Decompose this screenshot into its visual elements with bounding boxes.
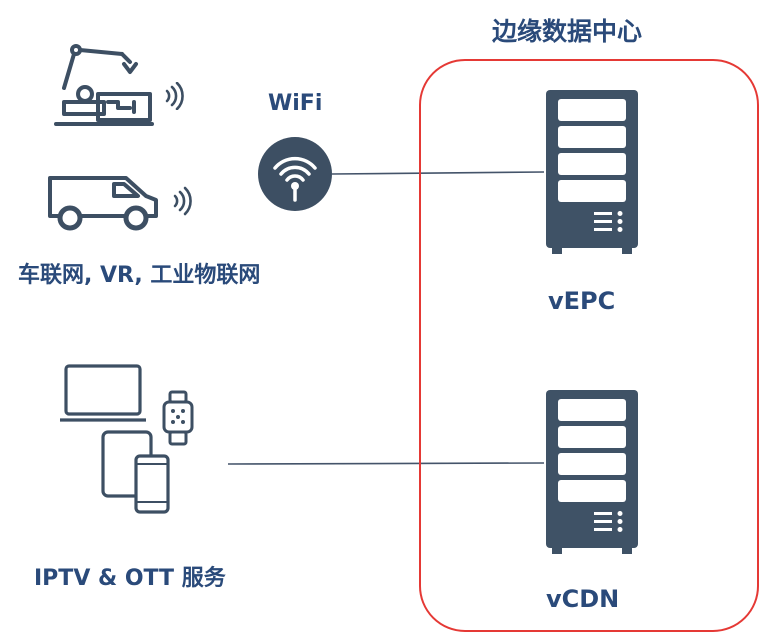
laptop-icon <box>60 364 146 422</box>
smartwatch-icon <box>162 390 194 446</box>
server-icon <box>546 90 638 254</box>
vcdn-label: vCDN <box>546 585 620 613</box>
vepc-server <box>546 90 638 254</box>
group2-caption: IPTV & OTT 服务 <box>34 566 226 591</box>
wifi-label: WiFi <box>268 91 323 116</box>
phone-icon <box>134 454 170 514</box>
wireless-signal-icon <box>165 82 184 110</box>
wifi-to-vepc-line <box>331 171 545 175</box>
wifi-icon <box>258 137 332 211</box>
group1-caption: 车联网, VR, 工业物联网 <box>18 263 261 288</box>
robot-arm-icon <box>54 44 154 126</box>
van-icon <box>48 176 158 231</box>
wireless-signal-icon <box>173 186 192 216</box>
devices-to-vcdn-line <box>227 462 545 465</box>
edge-datacenter-title: 边缘数据中心 <box>492 17 643 46</box>
vepc-label: vEPC <box>548 287 616 315</box>
vcdn-server <box>546 390 638 554</box>
server-icon <box>546 390 638 554</box>
edge-datacenter-boundary <box>419 59 759 632</box>
